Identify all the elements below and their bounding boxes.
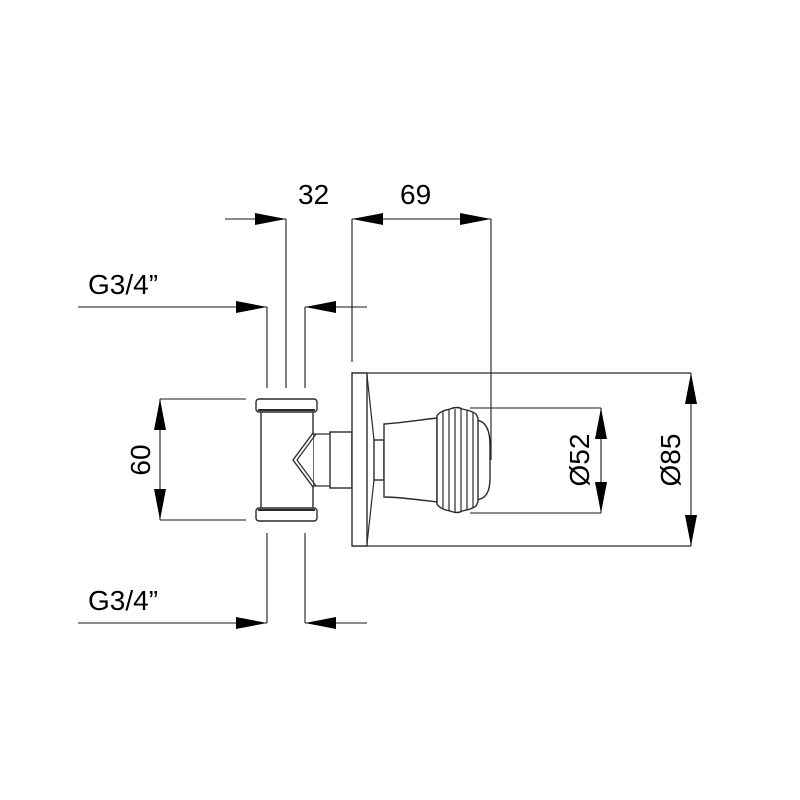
- rosette-body: [351, 372, 691, 547]
- label-69: 69: [400, 179, 431, 210]
- label-diameter-52: Ø52: [564, 434, 595, 487]
- dimension-diameter-85: Ø85: [655, 373, 697, 546]
- label-60: 60: [125, 444, 156, 475]
- label-thread-bottom: G3/4”: [88, 585, 158, 616]
- dimension-69: 69: [351, 179, 492, 460]
- dimension-diameter-52: Ø52: [470, 407, 607, 514]
- knob: [383, 406, 491, 514]
- dimension-60: 60: [125, 398, 246, 521]
- dimension-thread-bottom: G3/4”: [78, 533, 367, 629]
- dimension-thread-top: G3/4”: [78, 269, 367, 388]
- tee-fitting: [255, 398, 353, 522]
- dimension-32: 32: [225, 179, 329, 388]
- label-diameter-85: Ø85: [655, 434, 686, 487]
- label-32: 32: [298, 179, 329, 210]
- label-thread-top: G3/4”: [88, 269, 158, 300]
